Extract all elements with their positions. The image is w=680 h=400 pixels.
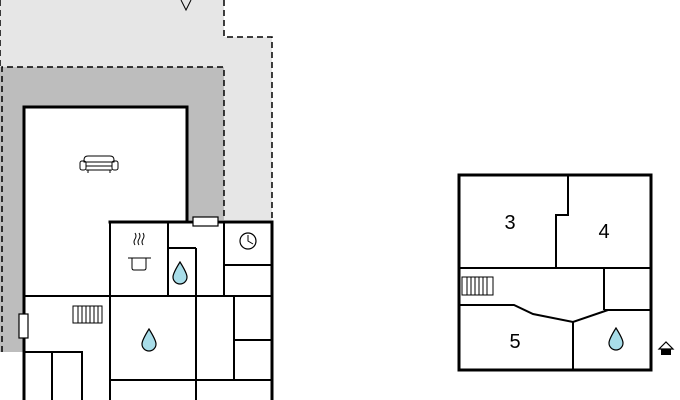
- clock-icon: [239, 232, 257, 250]
- window-west-icon: [18, 313, 29, 339]
- water-drop-icon: [608, 326, 624, 351]
- main-building: [22, 105, 274, 400]
- sofa-icon: [79, 155, 119, 173]
- stove-icon: [128, 232, 151, 271]
- annex-building: [457, 173, 653, 372]
- room-label-3: 3: [504, 212, 515, 234]
- outer-terrace-border: [223, 0, 273, 222]
- room-label-4: 4: [598, 221, 609, 243]
- water-drop-icon: [141, 327, 157, 352]
- window-icon: [192, 216, 219, 227]
- radiator-icon: [461, 276, 494, 296]
- home-icon: [657, 341, 675, 355]
- north-arrow-icon: [180, 0, 192, 12]
- inner-terrace-area: [0, 67, 224, 352]
- room-label-5: 5: [509, 331, 520, 353]
- outer-terrace-area: [0, 0, 272, 220]
- inner-terrace-border: [1, 66, 225, 352]
- radiator-icon: [72, 305, 103, 324]
- water-drop-icon: [172, 260, 188, 285]
